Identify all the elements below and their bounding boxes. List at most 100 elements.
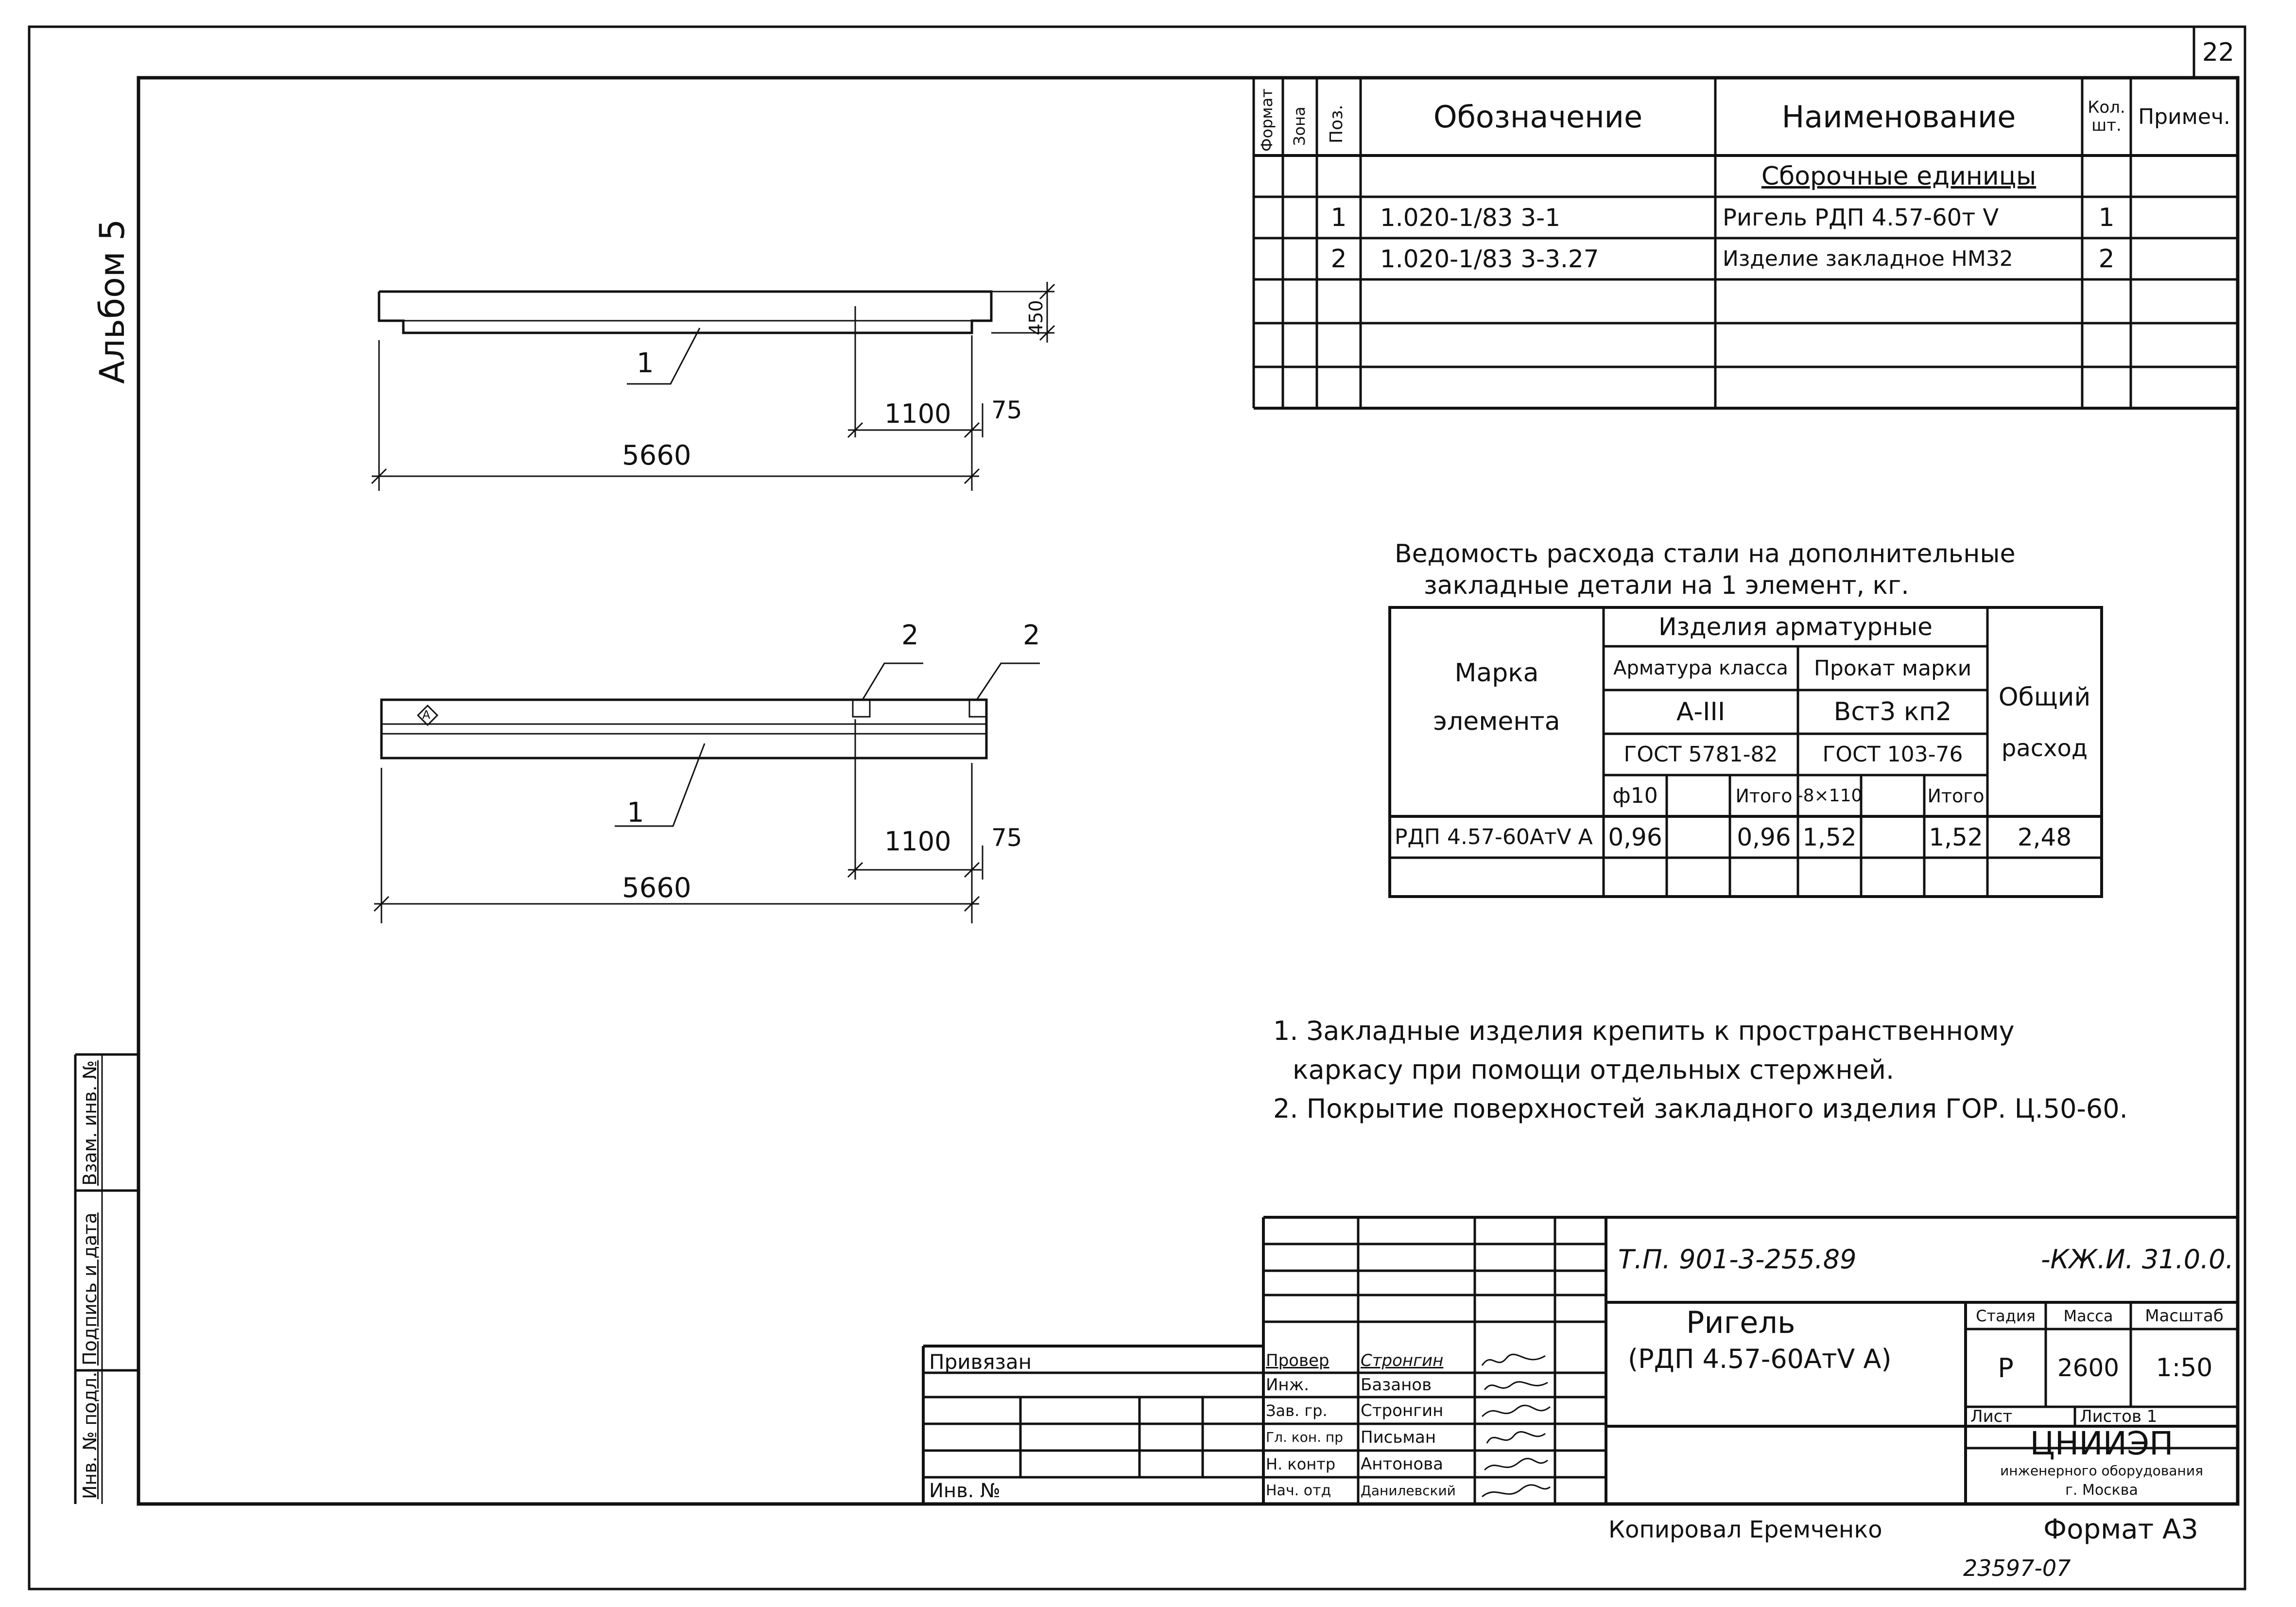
bottom-dim-5660: 5660 <box>622 872 691 904</box>
title-sheet-label: Лист <box>1970 1407 2013 1426</box>
title-code: Т.П. 901-3-255.89 <box>1618 1244 1857 1275</box>
steel-title-line1: Ведомость расхода стали на дополнительны… <box>1395 539 2016 569</box>
bottom-dim-1100: 1100 <box>884 826 951 857</box>
copied-by: Копировал Еремченко <box>1608 1516 1882 1543</box>
margin-podpis: Подпись и дата <box>79 1212 101 1365</box>
title-org-line3: г. Москва <box>2065 1481 2138 1499</box>
person-4-name: Письман <box>1361 1427 1436 1447</box>
beam-drawing-bottom <box>373 662 1040 923</box>
bottom-dim-75: 75 <box>991 824 1022 852</box>
title-attached-label: Привязан <box>929 1350 1032 1374</box>
spec-row-1-qty: 1 <box>2098 203 2115 232</box>
steel-sub1-header: Арматура класса <box>1613 657 1788 679</box>
steel-sub2-gost: ГОСТ 103-76 <box>1822 742 1963 767</box>
embedded-part-2 <box>968 699 987 718</box>
person-6-name: Данилевский <box>1361 1483 1456 1499</box>
title-inv-label: Инв. № <box>929 1480 1001 1502</box>
person-3-name: Стронгин <box>1361 1400 1444 1420</box>
archive-number: 23597-07 <box>1963 1555 2071 1581</box>
title-mass-label: Масса <box>2063 1306 2113 1325</box>
title-mass: 2600 <box>2057 1354 2120 1382</box>
spec-row-2-name: Изделие закладное НМ32 <box>1723 246 2013 271</box>
person-4-role: Гл. кон. пр <box>1266 1429 1344 1445</box>
steel-col-total2: Итого <box>1927 785 1985 807</box>
steel-mark-header-2: элемента <box>1433 707 1560 736</box>
spec-header-zone: Зона <box>1290 106 1309 146</box>
spec-header-pos: Поз. <box>1327 104 1347 143</box>
bottom-leader-2a: 2 <box>901 620 919 651</box>
top-dim-5660: 5660 <box>622 440 691 471</box>
title-org-name: ЦНИИЭП <box>2030 1426 2174 1460</box>
person-5-role: Н. контр <box>1266 1454 1336 1473</box>
spec-row-1-designation: 1.020-1/83 3-1 <box>1380 203 1561 232</box>
person-2-role: Инж. <box>1266 1375 1310 1395</box>
person-6-role: Нач. отд <box>1266 1482 1331 1499</box>
title-scale-label: Масштаб <box>2145 1306 2224 1326</box>
title-stage-label: Стадия <box>1976 1306 2036 1325</box>
bottom-leader-1: 1 <box>627 797 644 829</box>
steel-col-total1: Итого <box>1735 785 1793 807</box>
top-dim-75: 75 <box>991 396 1022 424</box>
note-line-1: 1. Закладные изделия крепить к пространс… <box>1273 1016 2015 1046</box>
steel-total-header-1: Общий <box>1998 683 2091 712</box>
spec-row-1-name: Ригель РДП 4.57-60т V <box>1723 204 1999 231</box>
person-3-role: Зав. гр. <box>1266 1401 1328 1420</box>
steel-row-total2: 1,52 <box>1929 823 1983 851</box>
steel-total-header-2: расход <box>2001 735 2088 762</box>
spec-header-designation: Обозначение <box>1433 99 1643 135</box>
person-5-name: Антонова <box>1361 1454 1443 1474</box>
spec-row-2-designation: 1.020-1/83 3-3.27 <box>1380 244 1599 273</box>
top-dim-1100: 1100 <box>884 398 951 429</box>
person-1-name: Стронгин <box>1361 1351 1444 1370</box>
spec-header-name: Наименование <box>1781 99 2016 135</box>
section-marker <box>416 704 439 726</box>
spec-header-format: Формат <box>1258 88 1276 152</box>
steel-row-grand: 2,48 <box>2017 823 2072 851</box>
beam-top-outline <box>378 290 993 334</box>
beam-bottom-outline <box>380 698 988 760</box>
sheet-number: 22 <box>2202 38 2235 67</box>
steel-group-header: Изделия арматурные <box>1658 613 1933 641</box>
spec-row-1-pos: 1 <box>1330 203 1347 232</box>
spec-section-title: Сборочные единицы <box>1761 161 2037 191</box>
steel-title-line2: закладные детали на 1 элемент, кг. <box>1424 571 1909 600</box>
note-line-2: каркасу при помощи отдельных стержней. <box>1293 1054 1895 1085</box>
spec-header-note: Примеч. <box>2138 104 2230 129</box>
spec-row-2-qty: 2 <box>2098 244 2115 274</box>
title-sheets-label: Листов 1 <box>2080 1407 2158 1426</box>
embedded-part-1 <box>852 699 871 718</box>
spec-row-2-pos: 2 <box>1330 244 1347 274</box>
bottom-leader-2b: 2 <box>1023 620 1040 651</box>
title-code-suffix: -КЖ.И. 31.0.0. <box>2041 1244 2234 1275</box>
steel-sub1-gost: ГОСТ 5781-82 <box>1623 742 1778 767</box>
beam-drawing-top <box>371 282 1055 491</box>
title-stage: Р <box>1998 1352 2014 1383</box>
format-label: Формат А3 <box>2043 1514 2198 1545</box>
person-2-name: Базанов <box>1361 1375 1432 1395</box>
steel-sub2-header: Прокат марки <box>1813 656 1972 681</box>
steel-row-strip: 1,52 <box>1802 823 1857 851</box>
album-label: Альбом 5 <box>92 219 132 384</box>
note-line-3: 2. Покрытие поверхностей закладного изде… <box>1273 1093 2128 1124</box>
steel-sub1-class: А-III <box>1676 697 1726 726</box>
steel-col-strip: -8×110 <box>1798 786 1861 806</box>
top-leader-1: 1 <box>637 347 654 379</box>
steel-mark-header-1: Марка <box>1454 658 1539 688</box>
person-1-role: Провер <box>1266 1351 1329 1370</box>
margin-vzam: Взам. инв. № <box>79 1060 101 1186</box>
steel-row-d10: 0,96 <box>1608 823 1662 851</box>
title-scale: 1:50 <box>2156 1353 2213 1382</box>
top-dim-height: 450 <box>1025 300 1047 335</box>
steel-row-mark: РДП 4.57-60АтV А <box>1395 825 1593 849</box>
title-item-name: Ригель <box>1686 1305 1795 1340</box>
bottom-marker: А <box>422 708 431 722</box>
steel-row-total1: 0,96 <box>1737 823 1791 851</box>
steel-col-d10: ф10 <box>1612 783 1658 808</box>
title-org-line2: инженерного оборудования <box>2000 1462 2203 1479</box>
steel-sub2-class: Вст3 кп2 <box>1833 697 1952 726</box>
signatures <box>1481 1353 1551 1498</box>
margin-inv-podl: Инв. № подл. <box>79 1371 101 1499</box>
title-item-mark: (РДП 4.57-60АтV А) <box>1628 1344 1892 1374</box>
spec-header-qty: Кол. шт. <box>2088 97 2125 135</box>
